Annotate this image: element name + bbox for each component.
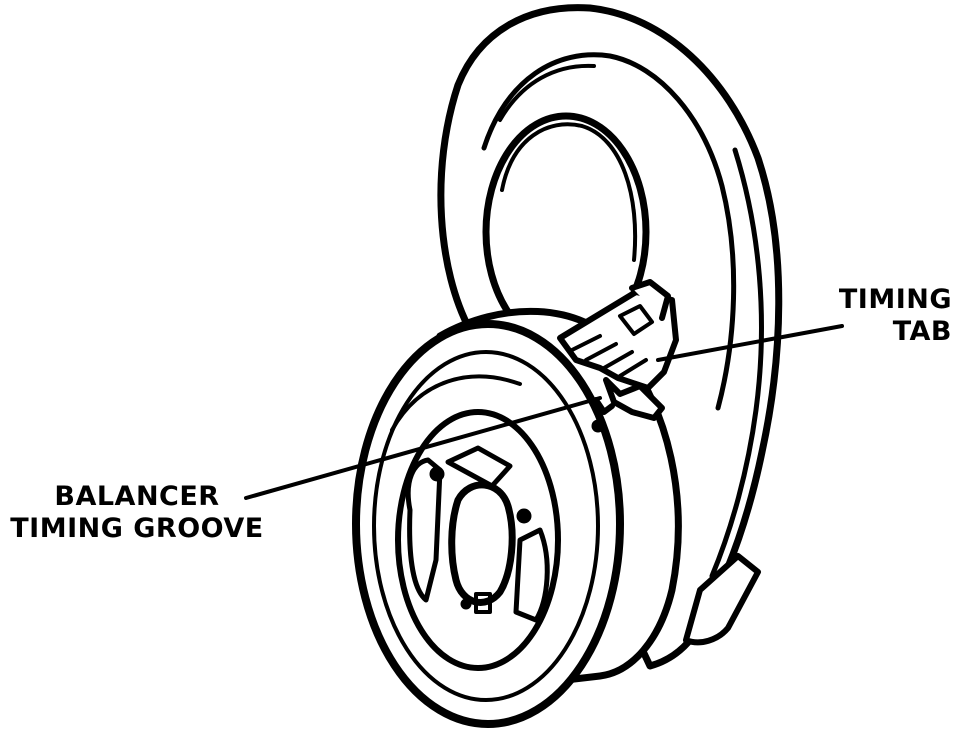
timing-tab-bracket — [629, 279, 671, 321]
balancer-inner-face — [395, 409, 561, 671]
balancer-bolt-hole-2 — [516, 508, 532, 524]
timing-tab-leader-line — [656, 324, 844, 362]
balancer-label-line2: TIMING GROOVE — [10, 513, 264, 544]
timing-cover-seal-inner — [500, 122, 638, 262]
timing-tab-stem — [603, 377, 665, 421]
balancer-spoke-top — [445, 445, 513, 489]
timing-tab-label: TIMING TAB — [826, 284, 952, 348]
balancer-bolt-hole-1 — [429, 466, 445, 482]
balancer-groove-leader-line — [244, 396, 602, 500]
timing-tab — [557, 279, 679, 421]
balancer-ring-groove — [390, 374, 522, 432]
timing-tab-inner-detail — [618, 304, 654, 336]
timing-cover-rim-highlight — [498, 63, 596, 122]
timing-tab-label-line1: TIMING — [838, 284, 952, 315]
timing-tab-notches — [570, 334, 648, 378]
balancer-bolt-hole-3 — [591, 419, 605, 433]
balancer-spoke-left — [405, 457, 443, 603]
balancer-timing-groove-label: BALANCER TIMING GROOVE — [6, 481, 268, 545]
harmonic-balancer — [352, 307, 682, 728]
timing-cover-lower-tab — [683, 553, 761, 646]
balancer-timing-groove — [593, 397, 615, 415]
balancer-bolt-hole-4 — [460, 598, 472, 610]
balancer-label-line1: BALANCER — [54, 481, 220, 512]
timing-cover-side-edge — [709, 147, 764, 579]
balancer-spoke-right — [513, 527, 550, 623]
balancer-hub-bore — [448, 481, 516, 606]
balancer-outer-ring — [372, 350, 600, 702]
timing-cover-inner-rim — [481, 52, 737, 411]
balancer-keyway — [474, 592, 492, 614]
timing-tab-label-line2: TAB — [892, 316, 952, 347]
